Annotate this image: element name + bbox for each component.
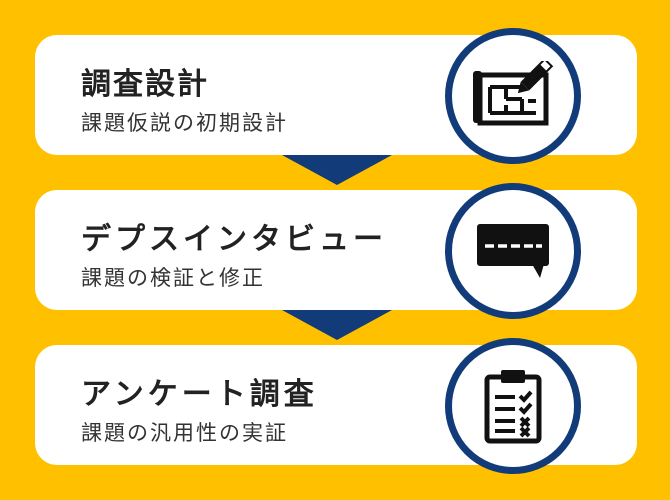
icon-circle-survey [445,338,581,474]
step-subtitle: 課題の汎用性の実証 [81,421,288,445]
step-title: 調査設計 [81,67,209,102]
step-title: デプスインタビュー [81,222,387,257]
icon-circle-depth-interview [445,183,581,319]
down-arrow-icon [282,310,392,340]
speech-bubble-icon [477,224,549,278]
step-title: アンケート調査 [81,377,318,412]
icon-circle-research-design [445,28,581,164]
blueprint-pencil-icon [473,61,554,126]
step-subtitle: 課題仮説の初期設計 [81,111,288,135]
step-subtitle: 課題の検証と修正 [81,266,265,290]
clipboard-checklist-icon [484,370,542,444]
down-arrow-icon [282,155,392,185]
